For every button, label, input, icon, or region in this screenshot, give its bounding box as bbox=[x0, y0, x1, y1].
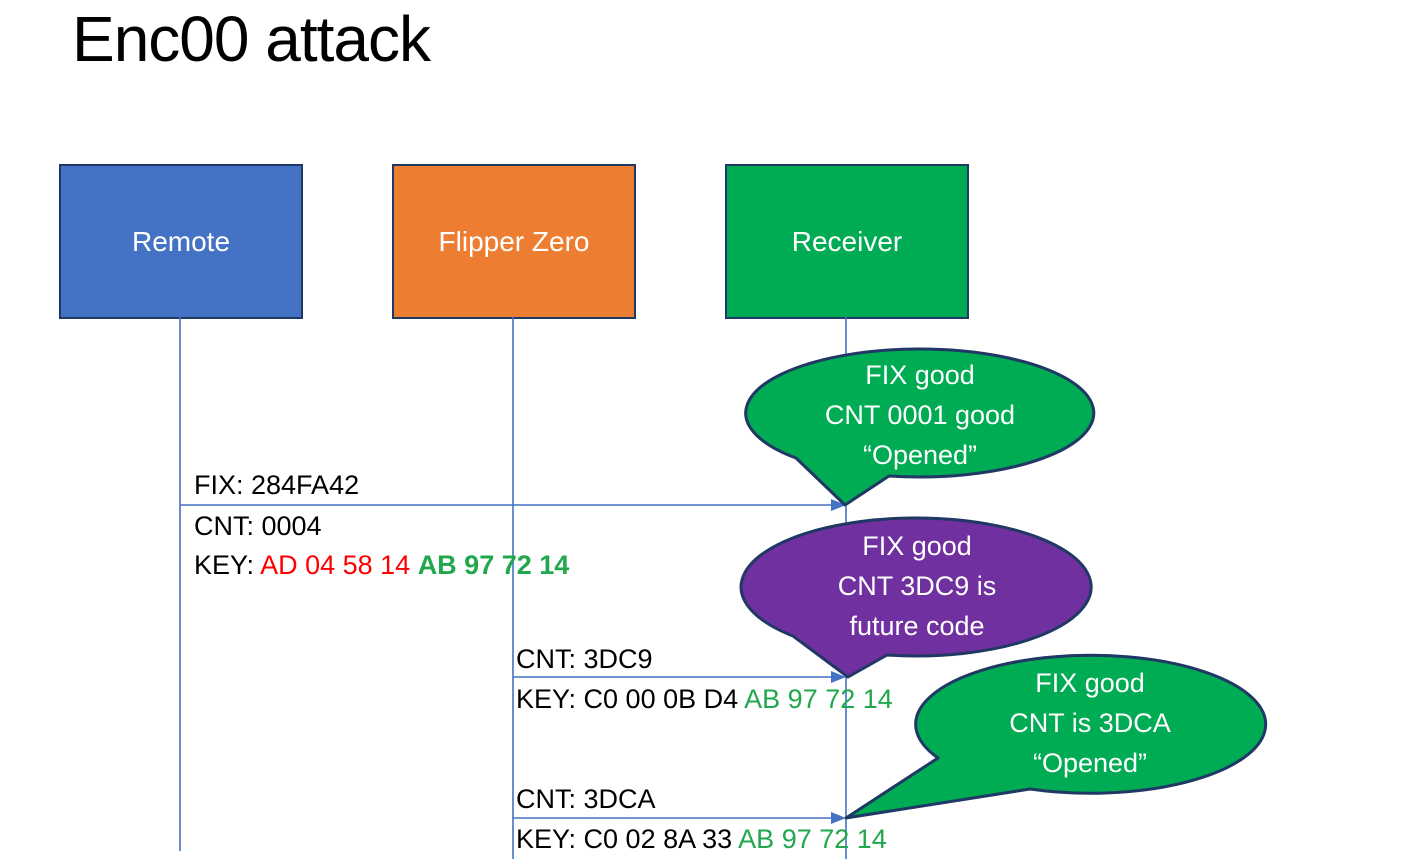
actor-label-remote: Remote bbox=[131, 225, 231, 257]
callout-2-line-2: CNT 3DC9 is bbox=[837, 571, 997, 601]
callout-1-text: FIX good CNT 0001 good “Opened” bbox=[745, 355, 1095, 475]
callout-3-line-3: “Opened” bbox=[1032, 748, 1148, 778]
message-2-key-prefix: KEY: C0 00 0B D4 bbox=[516, 684, 745, 714]
actor-box-flipper-zero: Flipper Zero bbox=[392, 164, 636, 319]
message-2-key-green-bytes: AB 97 72 14 bbox=[744, 684, 893, 714]
callout-3-text: FIX good CNT is 3DCA “Opened” bbox=[915, 663, 1265, 783]
message-3-key-green-bytes: AB 97 72 14 bbox=[738, 824, 887, 854]
callout-1-line-2: CNT 0001 good bbox=[824, 400, 1016, 430]
callout-1-balloon bbox=[744, 347, 1096, 507]
message-1-arrowhead-icon bbox=[831, 499, 846, 511]
message-1-fix-label: FIX: 284FA42 bbox=[194, 470, 360, 500]
callout-2-line-1: FIX good bbox=[862, 531, 972, 561]
callout-1-line-3: “Opened” bbox=[862, 440, 978, 470]
message-2-cnt-label: CNT: 3DC9 bbox=[516, 644, 653, 674]
message-2-key-label: KEY: C0 00 0B D4 AB 97 72 14 bbox=[516, 683, 893, 715]
message-1-cnt-label: CNT: 0004 bbox=[194, 511, 322, 541]
message-1-key-label: KEY: AD 04 58 14 AB 97 72 14 bbox=[194, 549, 569, 581]
message-1-key-red-bytes: AD 04 58 14 bbox=[260, 550, 418, 580]
message-3-cnt-label: CNT: 3DCA bbox=[516, 784, 656, 814]
actor-label-flipper-zero: Flipper Zero bbox=[438, 225, 590, 257]
message-1-key-green-bytes: AB 97 72 14 bbox=[417, 550, 570, 580]
callout-3-line-2: CNT is 3DCA bbox=[1009, 708, 1171, 738]
message-1-key-prefix: KEY: bbox=[194, 550, 261, 580]
actor-box-receiver: Receiver bbox=[725, 164, 969, 319]
callout-2-line-3: future code bbox=[849, 611, 985, 641]
callout-2-balloon bbox=[739, 516, 1093, 679]
actor-label-receiver: Receiver bbox=[791, 225, 903, 257]
message-3-key-label: KEY: C0 02 8A 33 AB 97 72 14 bbox=[516, 823, 887, 855]
message-3-arrowhead-icon bbox=[831, 812, 846, 824]
message-3-key-prefix: KEY: C0 02 8A 33 bbox=[516, 824, 739, 854]
actor-box-remote: Remote bbox=[59, 164, 303, 319]
callout-1-line-1: FIX good bbox=[865, 360, 975, 390]
callout-3-balloon bbox=[844, 653, 1268, 820]
callout-3-line-1: FIX good bbox=[1035, 668, 1145, 698]
message-2-arrowhead-icon bbox=[831, 671, 846, 683]
callout-2-text: FIX good CNT 3DC9 is future code bbox=[742, 526, 1092, 646]
page-title: Enc00 attack bbox=[72, 3, 431, 75]
